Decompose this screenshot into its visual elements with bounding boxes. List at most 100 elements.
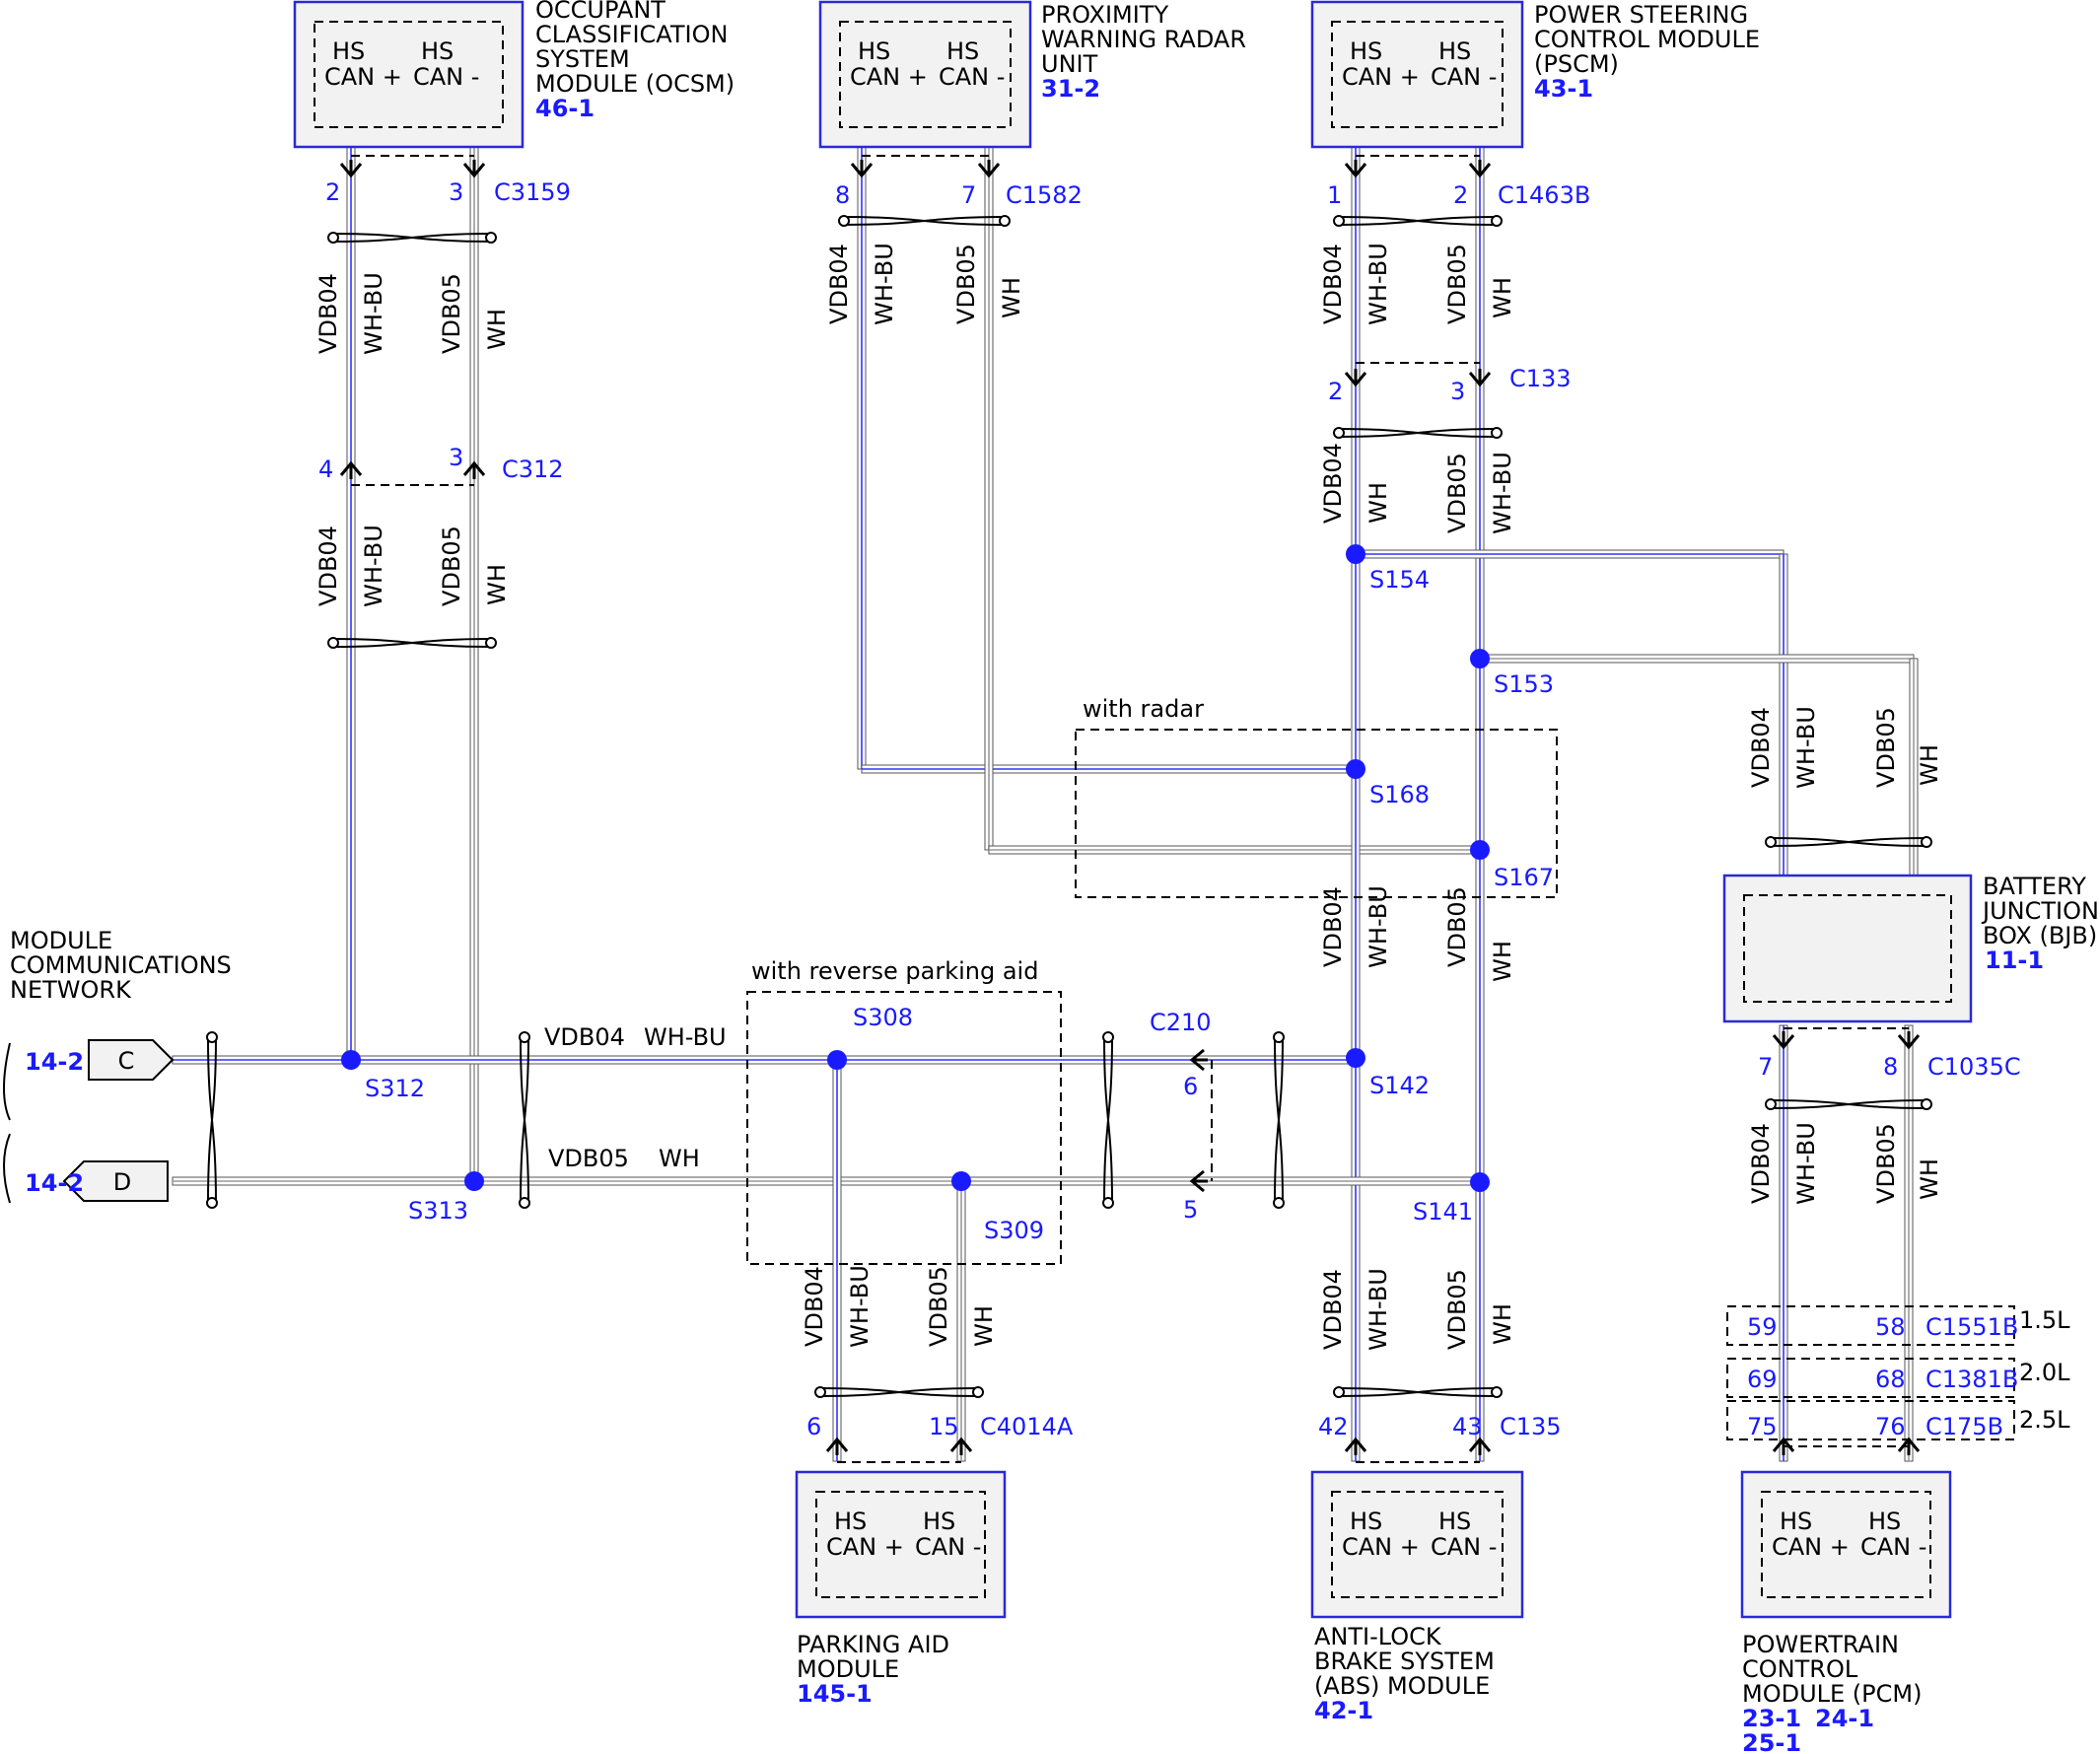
radar-neg-color-label: WH — [998, 277, 1025, 318]
splice-label: S141 — [1413, 1198, 1473, 1226]
bus-pos-color-label: WH-BU — [644, 1023, 727, 1051]
splice-s142 — [1346, 1048, 1365, 1068]
splice-s308 — [827, 1050, 847, 1070]
connector-arrow-up-2 — [825, 1437, 849, 1455]
c1035c-name: C1035C — [1927, 1053, 2021, 1081]
pcm-title-line: POWERTRAIN — [1742, 1631, 1899, 1658]
pscm-neg-color-label: WH — [1489, 277, 1516, 318]
ocsm-title-line: OCCUPANT — [535, 0, 665, 24]
c1381b-pin: 68 — [1875, 1366, 1906, 1393]
radar-title-line: PROXIMITY — [1041, 1, 1168, 29]
abs-neg-circuit-label: VDB05 — [1443, 1269, 1471, 1350]
bus-neg-circuit-label: VDB05 — [548, 1145, 629, 1172]
connector-arrow-up-3 — [949, 1437, 973, 1455]
hs-label: HS — [834, 1508, 867, 1535]
pscm-neg-circuit-label: VDB05 — [1443, 244, 1471, 324]
c3159-pin: 2 — [325, 178, 340, 206]
twist-network — [207, 1036, 217, 1204]
network-connector-d — [62, 1160, 169, 1202]
pam-title-line: MODULE — [797, 1655, 899, 1683]
radar-box — [818, 0, 1032, 149]
pscm-pos-color-label: WH — [1365, 482, 1392, 524]
splice-s312 — [341, 1050, 361, 1070]
abs-neg-circuit-label: VDB05 — [1443, 886, 1471, 967]
c4014a-name: C4014A — [980, 1413, 1074, 1440]
hs-label: HS — [1438, 1508, 1471, 1535]
twist-ocsm-upper — [332, 233, 492, 243]
twist-pscm-lower — [1338, 428, 1498, 438]
pcm-title-line: CONTROL — [1742, 1655, 1858, 1683]
network-title-line: MODULE — [10, 927, 112, 954]
radar-title-line: UNIT — [1041, 50, 1098, 78]
c4014a-pin: 6 — [806, 1413, 821, 1440]
splice-label: S309 — [984, 1217, 1044, 1244]
pcm-box — [1740, 1470, 1952, 1619]
connector-arrow-1 — [462, 160, 486, 178]
c135-pin: 42 — [1318, 1413, 1349, 1440]
twist-pscm-upper — [1338, 216, 1498, 226]
splice-s313 — [464, 1171, 484, 1191]
abs-neg-color-label: WH — [1489, 941, 1516, 982]
connector-arrow-up-7 — [1897, 1437, 1921, 1455]
c133-pin: 2 — [1328, 378, 1343, 405]
pam-pos-circuit-label: VDB04 — [801, 1266, 828, 1347]
connector-arrow-3 — [977, 160, 1001, 178]
splice-s167 — [1470, 840, 1490, 860]
hs-label: HS — [1780, 1508, 1812, 1535]
pscm-neg-color-label: WH-BU — [1489, 452, 1516, 534]
network-letter-d: D — [113, 1168, 131, 1196]
parking-option-box — [746, 991, 1062, 1265]
pam-pos-color-label: WH-BU — [846, 1265, 874, 1348]
pscm-ref: 43-1 — [1534, 75, 1593, 103]
connector-arrow-2 — [850, 160, 874, 178]
c210-pin6-arrow — [1189, 1048, 1208, 1072]
pcm-ref: 25-1 — [1742, 1729, 1801, 1754]
twist-abs — [1338, 1387, 1498, 1397]
c1551b-pin: 59 — [1747, 1313, 1778, 1341]
c1463b-name: C1463B — [1498, 181, 1590, 209]
bus-neg-color-label: WH — [659, 1145, 700, 1172]
ocsm-title-line: MODULE (OCSM) — [535, 70, 735, 98]
engine-1.5l-label: 1.5L — [2019, 1306, 2070, 1334]
ocsm-neg-color-label: WH — [483, 309, 511, 350]
c1551b-name: C1551B — [1925, 1313, 2018, 1341]
twist-ocsm-bus — [520, 1036, 529, 1204]
ocsm-title-line: CLASSIFICATION — [535, 21, 728, 48]
c210-name: C210 — [1150, 1009, 1212, 1036]
c1463b-pin: 2 — [1453, 181, 1468, 209]
c4014a-pin: 15 — [929, 1413, 959, 1440]
connector-arrow-8 — [1772, 1031, 1795, 1050]
c135-name: C135 — [1500, 1413, 1562, 1440]
can-plus-label: CAN + — [1342, 1533, 1420, 1561]
bjb-ref: 11-1 — [1985, 947, 2044, 974]
splice-label: S313 — [408, 1197, 468, 1225]
can-plus-label: CAN + — [1772, 1533, 1850, 1561]
connector-arrow-up-0 — [339, 460, 363, 479]
ocsm-neg-circuit-label: VDB05 — [438, 526, 465, 606]
ocsm-pos-circuit-label: VDB04 — [315, 273, 342, 354]
c210-pin5-arrow — [1189, 1169, 1208, 1193]
pam-box — [795, 1470, 1007, 1619]
radar-option-box — [1075, 729, 1558, 898]
radar-pos-circuit-label: VDB04 — [825, 244, 853, 324]
ocsm-title-line: SYSTEM — [535, 45, 630, 73]
c1582-pin: 7 — [961, 181, 976, 209]
abs-title-line: (ABS) MODULE — [1314, 1672, 1490, 1700]
c3159-pin: 3 — [449, 178, 463, 206]
c1035c-pin: 7 — [1758, 1053, 1773, 1081]
twist-pam — [819, 1387, 979, 1397]
splice-label: S153 — [1494, 670, 1554, 698]
can-minus-label: CAN - — [1431, 63, 1497, 91]
abs-box — [1310, 1470, 1524, 1619]
hs-label: HS — [1350, 1508, 1382, 1535]
c133-name: C133 — [1509, 365, 1572, 392]
c1582-name: C1582 — [1006, 181, 1083, 209]
abs-title-line: BRAKE SYSTEM — [1314, 1648, 1495, 1675]
hs-label: HS — [1350, 37, 1382, 65]
radar-neg-circuit-label: VDB05 — [952, 244, 980, 324]
pcm-neg-circuit-label: VDB05 — [1872, 1123, 1900, 1204]
c312-pin: 4 — [318, 456, 333, 483]
c1381b-pin: 69 — [1747, 1366, 1778, 1393]
splice-label: S308 — [853, 1004, 913, 1031]
pscm-title-line: (PSCM) — [1534, 50, 1619, 78]
